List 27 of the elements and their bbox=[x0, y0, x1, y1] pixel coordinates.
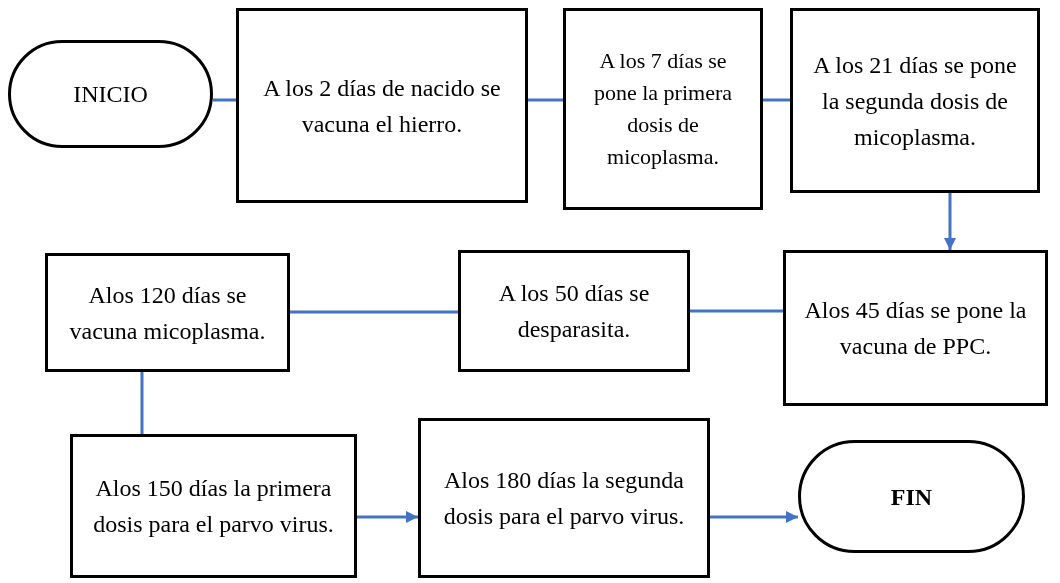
connector-line bbox=[690, 309, 783, 313]
connector-line bbox=[290, 310, 458, 314]
step-text: A los 2 días de nacido se vacuna el hierro. bbox=[262, 73, 502, 139]
step-text: Alos 150 días la primera dosis para el parvo virus. bbox=[92, 474, 335, 539]
process-box bbox=[45, 253, 290, 372]
arrow bbox=[944, 193, 956, 250]
process-box bbox=[563, 8, 763, 210]
process-box bbox=[70, 434, 357, 578]
step-text: Alos 45 días se pone la vacuna de PPC. bbox=[803, 296, 1028, 361]
connector-line bbox=[213, 98, 236, 102]
process-box bbox=[790, 8, 1040, 193]
step-text: A los 21 días se pone la segunda dosis de micoplasma. bbox=[812, 50, 1018, 152]
arrow bbox=[357, 511, 418, 523]
connector-line bbox=[763, 98, 790, 102]
process-box bbox=[783, 250, 1048, 406]
step-text: FIN bbox=[890, 482, 933, 512]
step-text: INICIO bbox=[73, 80, 148, 109]
process-box bbox=[418, 418, 710, 578]
step-text: Alos 180 días la segunda dosis para el parvo virus. bbox=[442, 466, 686, 531]
step-text: A los 7 días se pone la primera dosis de micoplasma. bbox=[592, 47, 734, 171]
connector-line bbox=[528, 98, 563, 102]
process-box bbox=[236, 8, 528, 203]
arrow bbox=[710, 511, 798, 523]
connector-line bbox=[140, 372, 144, 434]
step-text: Alos 120 días se vacuna micoplasma. bbox=[68, 280, 267, 346]
process-box bbox=[458, 250, 690, 372]
step-text: A los 50 días se desparasita. bbox=[497, 279, 651, 344]
